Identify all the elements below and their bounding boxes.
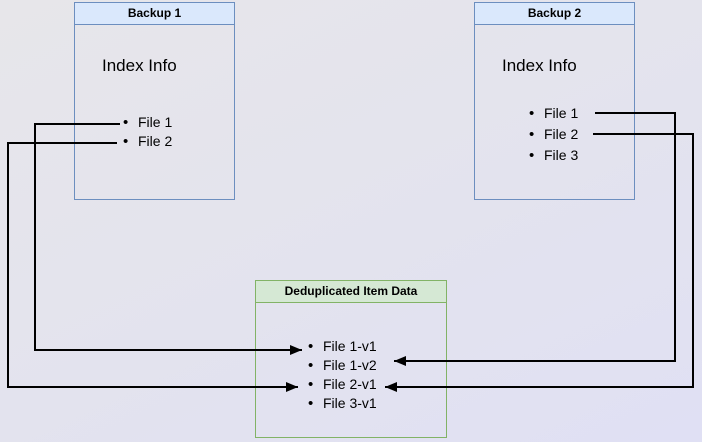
backup1-file-2: File 2 — [123, 132, 172, 151]
dedup-item-list: File 1-v1 File 1-v2 File 2-v1 File 3-v1 — [308, 337, 377, 413]
dedup-item-file1-v2: File 1-v2 — [308, 356, 377, 375]
backup1-index-info-label: Index Info — [102, 56, 177, 75]
deduplicated-item-data-box: Deduplicated Item Data File 1-v1 File 1-… — [255, 280, 447, 438]
backup2-file-1: File 1 — [529, 103, 578, 124]
backup2-file-2: File 2 — [529, 124, 578, 145]
backup1-file-list: File 1 File 2 — [123, 113, 172, 151]
backup2-index-info-label: Index Info — [502, 56, 577, 75]
backup1-box: Backup 1 Index Info File 1 File 2 — [74, 2, 235, 200]
backup2-title: Backup 2 — [475, 3, 634, 25]
backup1-title: Backup 1 — [75, 3, 234, 25]
dedup-item-file2-v1: File 2-v1 — [308, 375, 377, 394]
backup2-box: Backup 2 Index Info File 1 File 2 File 3 — [474, 2, 635, 200]
backup1-file-1: File 1 — [123, 113, 172, 132]
dedup-item-file1-v1: File 1-v1 — [308, 337, 377, 356]
backup2-file-list: File 1 File 2 File 3 — [529, 103, 578, 166]
dedup-item-file3-v1: File 3-v1 — [308, 394, 377, 413]
dedup-title: Deduplicated Item Data — [256, 281, 446, 303]
backup2-file-3: File 3 — [529, 145, 578, 166]
